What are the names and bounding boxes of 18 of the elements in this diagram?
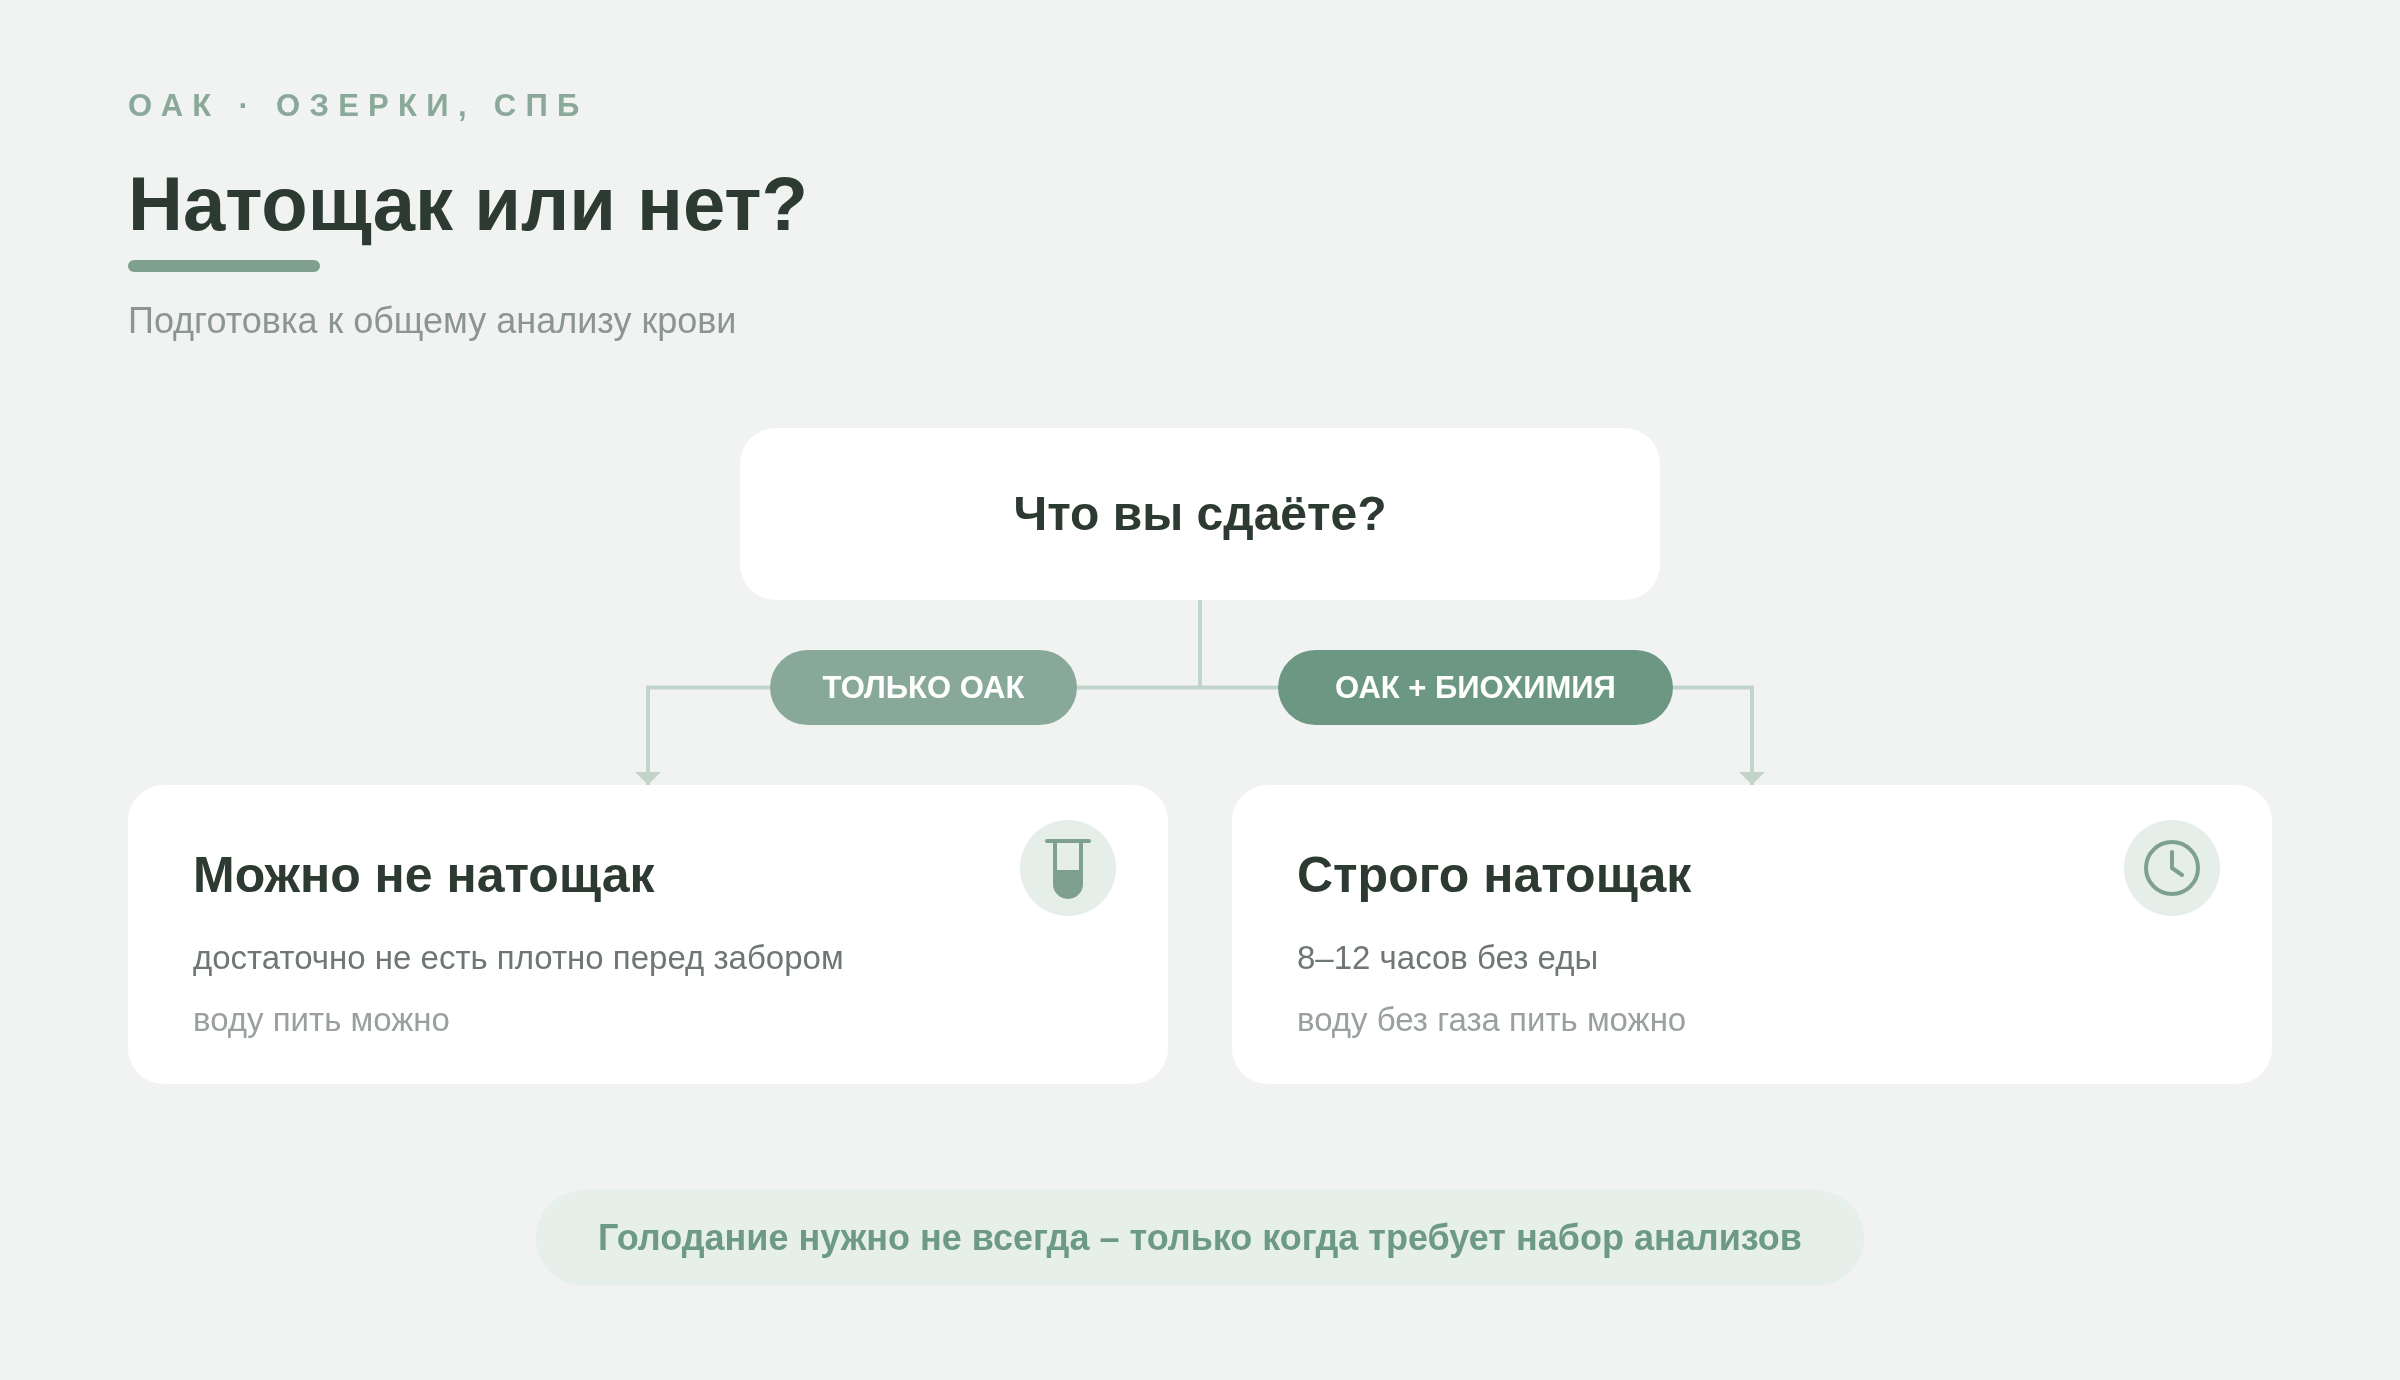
card-detail: 8–12 часов без еды xyxy=(1297,938,1600,978)
branch-label: ОАК + БИОХИМИЯ xyxy=(1335,668,1616,707)
note-text: Голодание нужно не всегда – только когда требует набор анализов xyxy=(598,1216,1802,1260)
connector-line xyxy=(1198,600,1278,690)
result-card xyxy=(128,785,1168,1084)
card-note: воду пить можно xyxy=(193,999,451,1040)
connector-arrow xyxy=(635,685,770,785)
connector-arrow xyxy=(1673,685,1765,785)
question-text: Что вы сдаёте? xyxy=(1013,486,1387,543)
branch-label: ТОЛЬКО ОАК xyxy=(822,668,1025,707)
result-card xyxy=(1232,785,2272,1084)
card-heading: Можно не натощак xyxy=(193,846,656,905)
card-detail: достаточно не есть плотно перед забором xyxy=(193,938,845,978)
subtitle: Подготовка к общему анализу крови xyxy=(128,303,737,339)
card-heading: Строго натощак xyxy=(1297,846,1693,905)
card-note: воду без газа пить можно xyxy=(1297,999,1688,1040)
eyebrow-label: ОАК · ОЗЕРКИ, СПБ xyxy=(128,90,589,121)
question-box xyxy=(740,428,1660,600)
